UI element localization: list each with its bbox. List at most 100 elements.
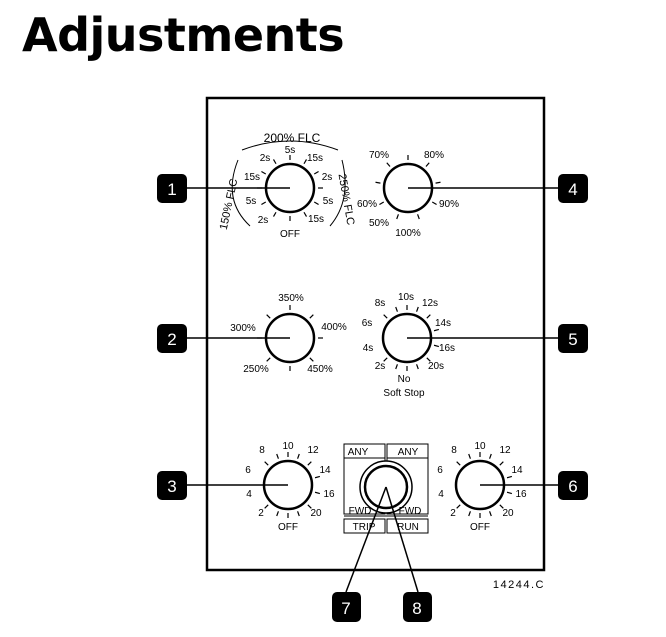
dial-3-label: 10 [282, 441, 294, 452]
dial-1-arc-right [329, 159, 346, 227]
dial-5-label: 4s [363, 343, 374, 354]
dial-4-label: 60% [357, 199, 377, 210]
dial-2-tick [266, 357, 271, 362]
dial-5-label: 10s [398, 292, 414, 303]
dial-5-label: 20s [428, 361, 444, 372]
dial-3-label: 6 [245, 465, 251, 476]
dial-3-label: 12 [307, 445, 319, 456]
dial-2-label: 450% [307, 364, 333, 375]
dial-6-label: 20 [502, 508, 514, 519]
dial-3-tick [314, 475, 321, 479]
dial-5-tick [383, 314, 388, 319]
dial-6-tick [456, 504, 461, 509]
dial-6-tick [489, 453, 492, 459]
switch-label-mid-left: FWD [349, 506, 372, 517]
callout-6: 6 [558, 471, 588, 500]
dial-6-label: 12 [499, 445, 511, 456]
dial-6-label: 6 [437, 465, 443, 476]
callout-number: 7 [341, 599, 350, 618]
dial-1-tick [313, 170, 319, 175]
dial-3-label: 2 [258, 508, 264, 519]
dial-5-tick [395, 364, 398, 370]
leader-line-8 [385, 486, 419, 593]
dial-4-label: 70% [369, 150, 389, 161]
dial-3-tick [264, 504, 269, 509]
dial-6-label: 16 [515, 489, 527, 500]
callout-3: 3 [157, 471, 187, 500]
dial-5-tick [395, 306, 398, 312]
dial-4-tick [425, 162, 430, 167]
leader-line-7 [345, 486, 387, 593]
dial-5-label: 12s [422, 298, 438, 309]
dial-tick-marks [257, 155, 513, 518]
callout-4: 4 [558, 174, 588, 203]
dial-1-tick [261, 170, 267, 175]
dial-4-tick [431, 201, 437, 206]
callout-badge [332, 592, 361, 622]
dial-1-tick [261, 201, 267, 206]
dial-4-tick [379, 201, 385, 206]
callout-number: 3 [167, 477, 176, 496]
dial-2-label: 300% [230, 323, 256, 334]
switch-label-top-left: ANY [348, 447, 369, 458]
dial-4-tick [386, 162, 391, 167]
callout-1: 1 [157, 174, 187, 203]
dial-3-tick [307, 504, 312, 509]
dial-4-label: 50% [369, 218, 389, 229]
dial-3-tick [297, 511, 300, 517]
callout-number: 2 [167, 330, 176, 349]
dial-1-label: 2s [260, 153, 271, 164]
dial-3-tick [297, 453, 300, 459]
dial-6-label: 14 [511, 465, 523, 476]
dial-6-tick [506, 491, 513, 495]
switch-label-bottom-left: TRIP [353, 522, 376, 533]
dial-4-tick [435, 181, 441, 184]
dial-3-label: 14 [319, 465, 331, 476]
dial-6-tick [506, 475, 513, 479]
page-title: Adjustments [22, 8, 345, 62]
dial-2-label: 350% [278, 293, 304, 304]
dial-3-label: 16 [323, 489, 335, 500]
dial-2-tick [309, 357, 314, 362]
switch-cell-bottom-left [343, 518, 386, 534]
leader-lines [186, 187, 560, 593]
dial-1-arc-left [231, 159, 251, 227]
callout-number: 1 [167, 180, 176, 199]
switch-label-top-right: ANY [398, 447, 419, 458]
dial-3-tick [314, 491, 321, 495]
dial-6-label: 2 [450, 508, 456, 519]
callout-number: 4 [568, 180, 577, 199]
dial-1-tick [313, 201, 319, 206]
dial-4-label: 90% [439, 199, 459, 210]
dial-3-label: 8 [259, 445, 265, 456]
callout-badge [157, 471, 187, 500]
dial-1-label: 15s [308, 214, 324, 225]
dial-1-tick [272, 211, 277, 217]
dial-2-tick [266, 314, 271, 319]
dial-1-label: 2s [258, 215, 269, 226]
dial-5-tick [383, 357, 388, 362]
dial-1-label: OFF [280, 229, 300, 240]
dial-1-tick [303, 211, 308, 217]
dial-4-label: 100% [395, 228, 421, 239]
dial-2-label: 250% [243, 364, 269, 375]
callout-8: 8 [403, 592, 432, 622]
callout-badge [403, 592, 432, 622]
dial-5-tick [426, 314, 431, 319]
dial-6-label: OFF [470, 522, 490, 533]
switch-label-bottom-right: RUN [397, 522, 419, 533]
dial-1-label: 5s [285, 145, 296, 156]
dial-6-tick [468, 453, 471, 459]
dial-1-label: 2s [322, 172, 333, 183]
dial-3-tick [276, 453, 279, 459]
dial-4-tick [375, 181, 381, 184]
dial-5-tick [433, 328, 440, 332]
dial-3-label: OFF [278, 522, 298, 533]
dial-1-tick [303, 159, 308, 165]
dial-3-tick [307, 461, 312, 466]
dial-1-arc-top [241, 140, 339, 151]
dial-3-tick [264, 461, 269, 466]
dial-6-tick [499, 461, 504, 466]
callout-5: 5 [558, 324, 588, 353]
